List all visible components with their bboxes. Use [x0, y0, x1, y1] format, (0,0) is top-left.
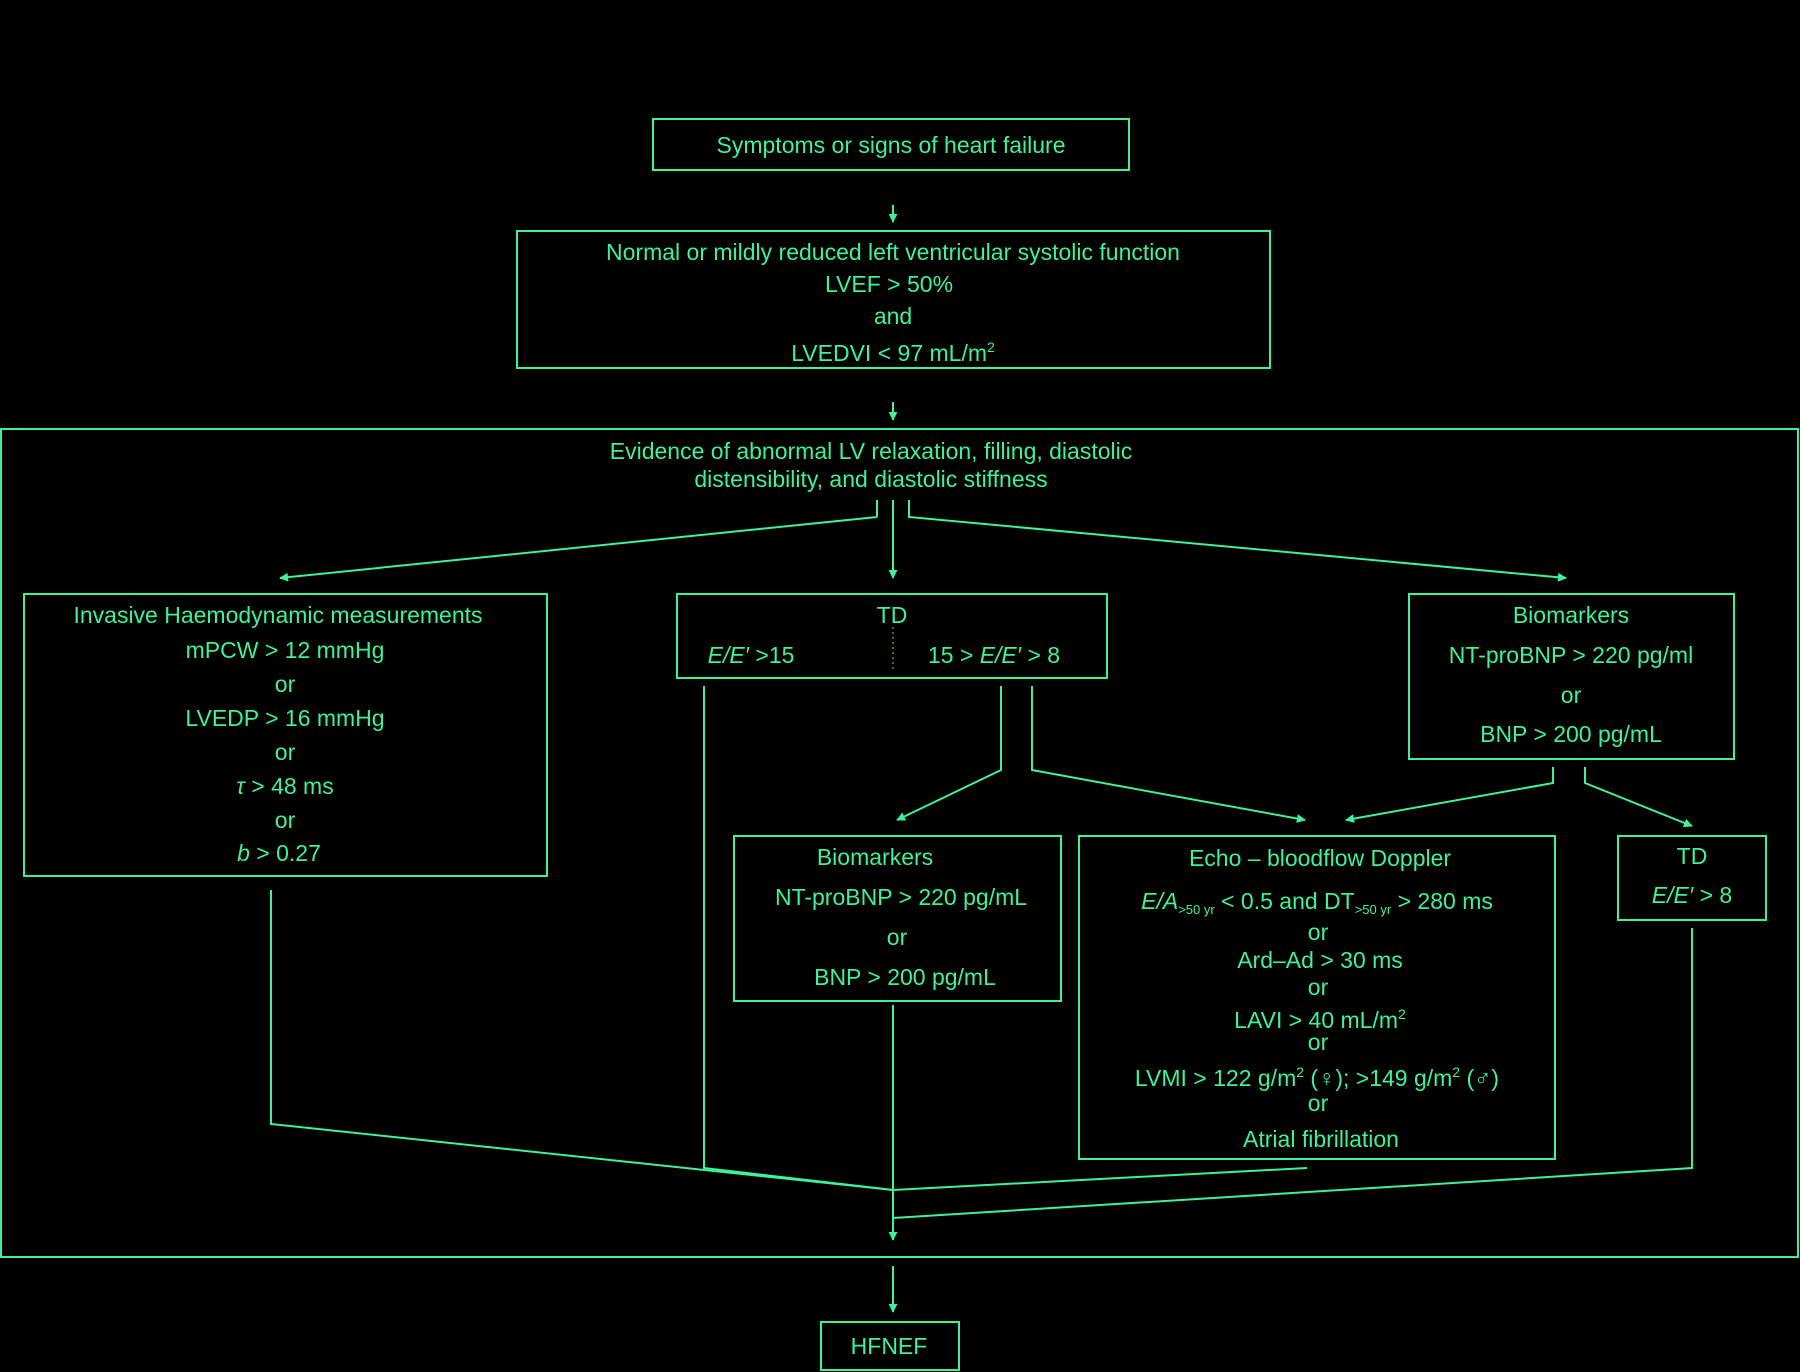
lvedvi-text: LVEDVI < 97 mL/m2 [791, 333, 995, 367]
tau-value: > 48 ms [244, 773, 334, 799]
evidence-container [0, 428, 1799, 1258]
lvmi-a: LVMI > 122 g/m [1134, 1065, 1297, 1091]
lv-function-box [516, 230, 1271, 369]
dt-sub: >50 yr [1354, 902, 1392, 917]
td-center-box [676, 593, 1108, 679]
arrow-evidence-to-invasive [279, 516, 878, 582]
echo-or4: or [1307, 1090, 1329, 1116]
symptoms-text: Symptoms or signs of heart failure [716, 132, 1066, 158]
arrow-biomarkers-to-td-small [1584, 767, 1693, 828]
lvmi-sup2: 2 [1452, 1064, 1461, 1080]
td-small-criterion: E/E′ > 8 [1652, 881, 1732, 909]
biomarkers-mid-title: Biomarkers [816, 844, 934, 870]
biomarkers-right-box [1408, 593, 1735, 760]
td-left-symbol: E/E′ [707, 642, 749, 668]
bnp-right: BNP > 200 pg/mL [1480, 721, 1662, 747]
line-td-left-down [703, 686, 894, 1191]
biomarkers-right-title: Biomarkers [1512, 602, 1630, 628]
symptoms-box [652, 118, 1130, 171]
echo-title: Echo – bloodflow Doppler [1188, 845, 1452, 871]
arrow-td-to-echo [1031, 686, 1306, 823]
echo-or1: or [1307, 919, 1329, 945]
echo-or3: or [1307, 1029, 1329, 1055]
invasive-title: Invasive Haemodynamic measurements [73, 602, 483, 628]
line-td-small-down [892, 928, 1693, 1219]
arrow-td-to-biomarkers-mid [896, 686, 1002, 821]
hfnef-box [820, 1321, 960, 1371]
mpcw-text: mPCW > 12 mmHg [185, 637, 385, 663]
ntprobnp-right: NT-proBNP > 220 pg/ml [1448, 642, 1694, 668]
biomarkers-mid-or: or [886, 924, 908, 950]
lavi-main: LAVI > 40 mL/m [1234, 1007, 1399, 1033]
atrial-fibrillation-text: Atrial fibrillation [1243, 1126, 1399, 1152]
arrow-evidence-to-biomarkers [908, 500, 1567, 582]
biomarkers-right-or: or [1560, 682, 1582, 708]
dt-value: > 280 ms [1391, 888, 1493, 914]
invasive-or1: or [274, 671, 296, 697]
ard-ad-text: Ard–Ad > 30 ms [1237, 947, 1403, 973]
lvef-text: LVEF > 50% [824, 271, 954, 297]
hfnef-text: HFNEF [850, 1333, 928, 1359]
echo-ea-criterion: E/A>50 yr < 0.5 and DT>50 yr > 280 ms [1141, 887, 1493, 924]
and-text: and [873, 303, 913, 329]
td-small-symbol: E/E′ [1651, 882, 1694, 908]
lvedvi-main: LVEDVI < 97 mL/m [791, 340, 987, 366]
lvmi-c: (♂) [1460, 1065, 1500, 1091]
invasive-or3: or [274, 807, 296, 833]
td-left-value: >15 [748, 642, 795, 668]
td-right-value: > 8 [1021, 642, 1061, 668]
lvmi-text: LVMI > 122 g/m2 (♀); >149 g/m2 (♂) [1135, 1058, 1499, 1092]
echo-or2: or [1307, 974, 1329, 1000]
ntprobnp-mid: NT-proBNP > 220 pg/mL [774, 884, 1028, 910]
biomarkers-mid-box [733, 835, 1062, 1002]
b-value: > 0.27 [249, 840, 321, 866]
echo-box [1078, 835, 1556, 1160]
arrow-biomarkers-to-echo [1345, 767, 1554, 824]
lavi-text: LAVI > 40 mL/m2 [1234, 1000, 1406, 1034]
lv-function-line1: Normal or mildly reduced left ventricula… [606, 239, 1180, 265]
lavi-sup: 2 [1398, 1006, 1406, 1022]
ea-symbol: E/A [1141, 888, 1179, 914]
ea-mid: < 0.5 and DT [1214, 888, 1355, 914]
td-small-title: TD [1676, 843, 1708, 869]
line-invasive-down [270, 890, 894, 1191]
tau-symbol: τ [236, 773, 245, 799]
evidence-line1: Evidence of abnormal LV relaxation, fill… [609, 438, 1133, 464]
lvmi-b: (♀); >149 g/m [1304, 1065, 1453, 1091]
td-small-value: > 8 [1693, 882, 1733, 908]
td-right-pre: 15 > [927, 642, 980, 668]
invasive-box [23, 593, 548, 877]
b-symbol: b [237, 840, 250, 866]
td-left-criterion: E/E′ >15 [708, 641, 795, 669]
tau-text: τ > 48 ms [236, 772, 333, 800]
td-center-title: TD [876, 602, 908, 628]
lvmi-sup1: 2 [1296, 1064, 1305, 1080]
ea-sub: >50 yr [1178, 902, 1215, 917]
bnp-mid: BNP > 200 pg/mL [814, 964, 996, 990]
td-small-box [1617, 835, 1767, 921]
line-echo-down [892, 1167, 1308, 1191]
td-right-criterion: 15 > E/E′ > 8 [928, 641, 1060, 669]
invasive-or2: or [274, 739, 296, 765]
lvedp-text: LVEDP > 16 mmHg [185, 705, 385, 731]
lvedvi-sup: 2 [987, 339, 995, 355]
evidence-line2: distensibility, and diastolic stiffness [694, 466, 1048, 492]
b-text: b > 0.27 [237, 839, 321, 867]
td-right-symbol: E/E′ [979, 642, 1022, 668]
